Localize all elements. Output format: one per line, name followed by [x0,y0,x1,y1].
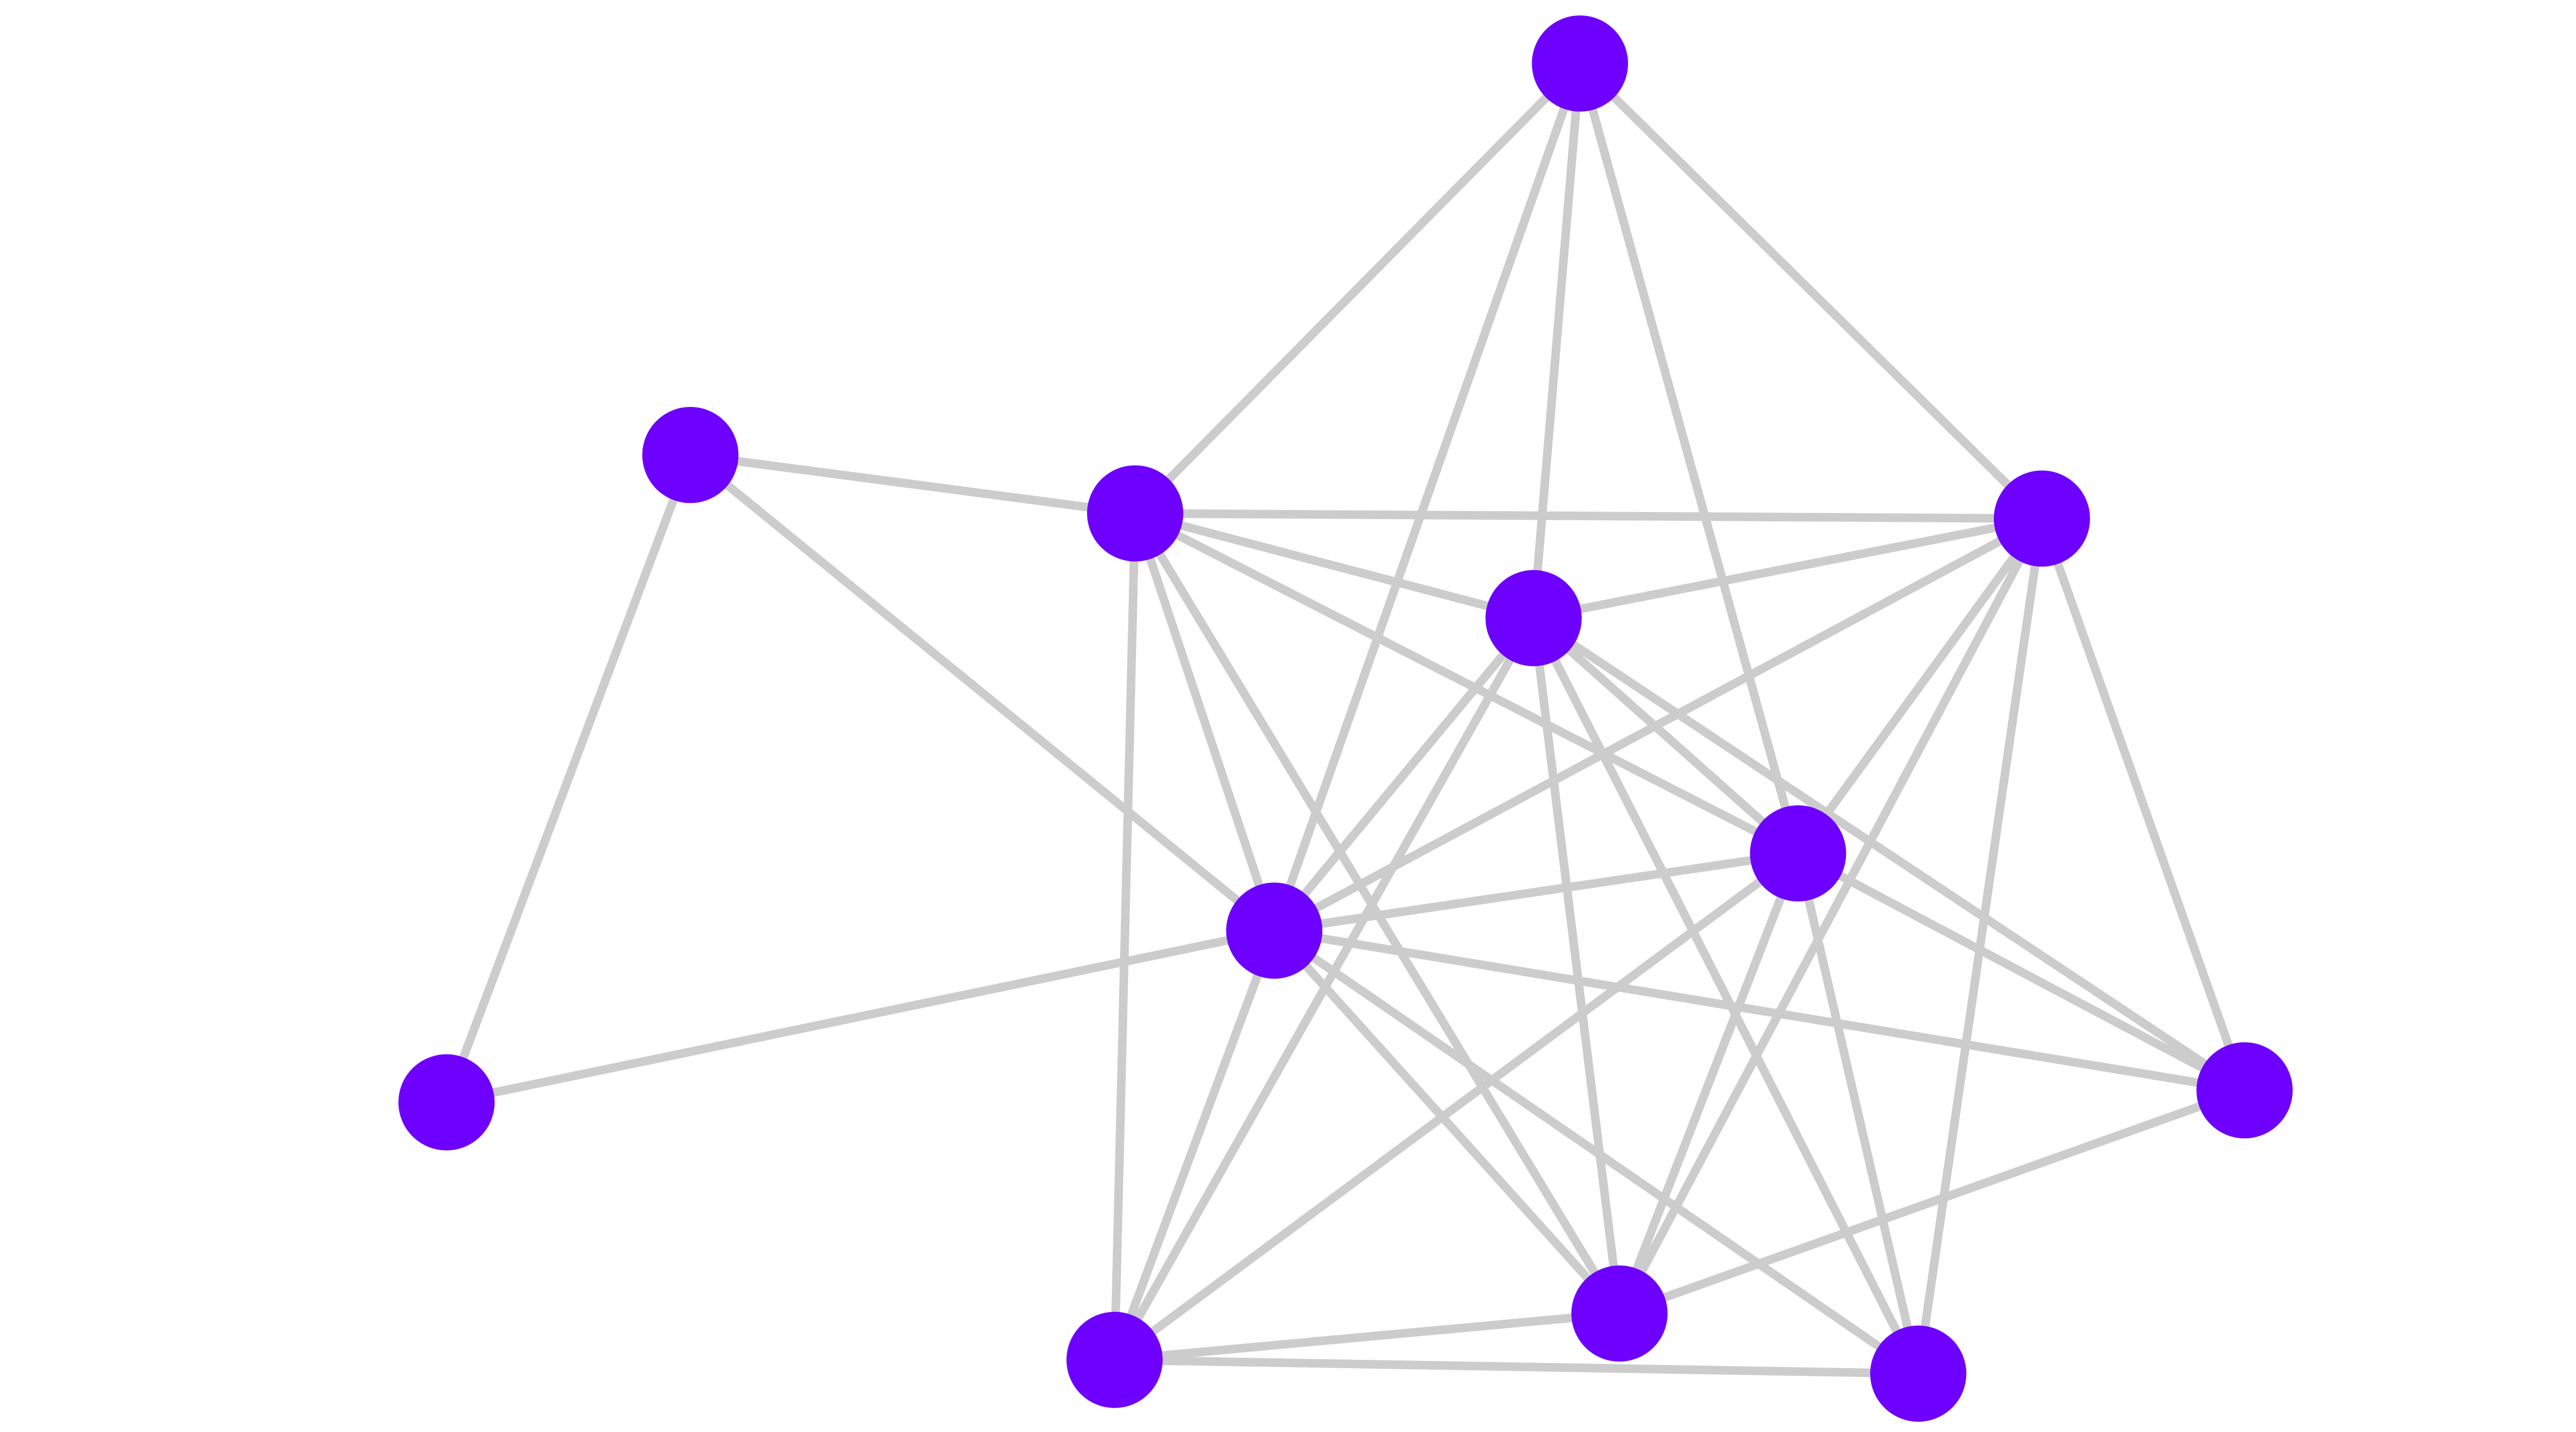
edge-G-I [1273,926,2246,1095]
node-L[interactable] [1870,1325,1967,1422]
edge-A-F [1575,62,1803,855]
edge-F-G [1274,849,1799,935]
edge-layer [442,60,2249,1378]
edge-D-I [2038,517,2249,1092]
edge-K-L [1114,1355,1919,1378]
edge-B-H [442,453,694,1104]
node-H[interactable] [398,1054,495,1151]
edge-D-F [1794,516,2046,856]
node-E[interactable] [1485,570,1582,667]
edge-A-D [1577,60,2045,522]
node-I[interactable] [2196,1042,2293,1138]
node-B[interactable] [642,407,739,503]
node-layer [398,15,2293,1422]
edge-E-F [1531,615,1801,857]
edge-A-C [1132,60,1583,517]
edge-E-I [1531,615,2247,1094]
edge-G-L [1272,927,1921,1377]
edge-F-I [1796,849,2247,1095]
node-D[interactable] [1994,470,2090,567]
edge-A-E [1529,63,1584,619]
edge-E-J [1529,617,1624,1315]
node-G[interactable] [1226,882,1323,979]
edge-C-E [1134,509,1535,623]
node-F[interactable] [1750,805,1846,901]
edge-C-G [1131,512,1279,932]
edge-A-G [1270,62,1584,932]
edge-C-K [1110,513,1140,1360]
edge-G-K [1110,929,1279,1361]
edge-C-F [1133,509,1800,858]
edge-G-H [445,926,1276,1107]
edge-J-K [1114,1309,1620,1365]
edge-F-L [1793,852,1923,1375]
edge-E-L [1530,616,1922,1376]
node-C[interactable] [1087,465,1183,561]
edge-D-E [1533,514,2043,623]
edge-D-J [1615,516,2046,1316]
edge-B-G [687,451,1277,934]
edge-F-J [1615,851,1802,1316]
edge-F-K [1112,849,1801,1363]
node-J[interactable] [1571,1265,1668,1362]
edge-I-J [1618,1086,2246,1318]
node-K[interactable] [1066,1311,1163,1408]
edge-C-D [1135,509,2042,523]
edge-B-C [689,451,1136,518]
edge-G-J [1271,928,1623,1317]
node-A[interactable] [1532,15,1628,112]
edge-E-G [1270,615,1537,933]
